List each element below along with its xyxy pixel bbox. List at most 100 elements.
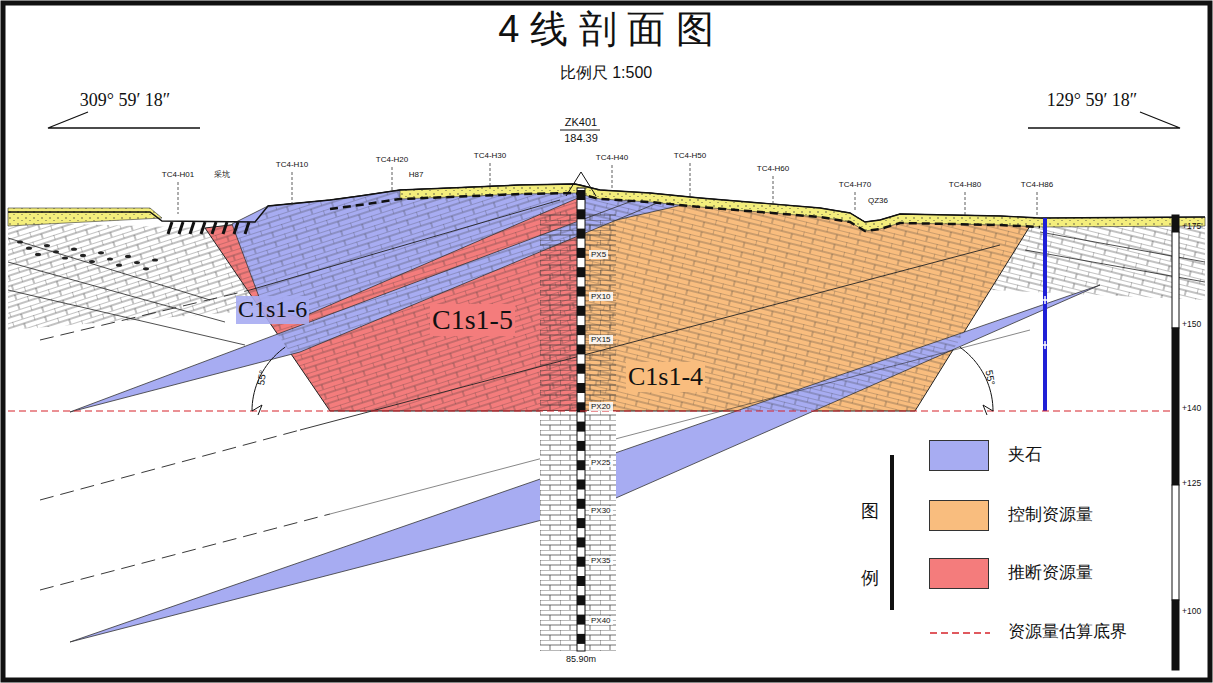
gravel-dot (98, 251, 104, 254)
sample-segment (577, 344, 585, 354)
hole-depth: 85.90m (566, 654, 596, 664)
gravel-dot (44, 244, 50, 247)
arrow-tick (983, 405, 993, 415)
scale-label: 比例尺 1:500 (560, 64, 652, 82)
trench-id: TC4-H80 (949, 180, 981, 189)
bedding-line (8, 262, 225, 322)
gravel-dot (26, 247, 32, 250)
gravel-dot (116, 264, 122, 267)
sample-number: PX10 (589, 292, 613, 301)
azimuth-symbol (1028, 112, 1180, 128)
borehole-mark (1044, 296, 1046, 304)
limestone-texture (205, 184, 581, 411)
bedding-line (300, 245, 1000, 430)
angle-label: 55° (983, 369, 997, 386)
sample-segment (577, 441, 585, 451)
inferred-resource-block (205, 184, 581, 411)
pit-label: 采坑 (214, 170, 230, 179)
bedding-extension (40, 290, 250, 340)
bedding-extension (40, 514, 330, 590)
sample-number: PX30 (589, 506, 613, 515)
azimuth-label: 129° 59′ 18″ (1047, 90, 1138, 111)
elevation-label: +100 (1182, 607, 1201, 617)
legend-heading: 图例 (861, 478, 879, 611)
sample-number: PX5 (589, 250, 608, 259)
pit-tick (168, 222, 172, 234)
gravel-dot (134, 261, 140, 264)
angle-label: 55° (255, 369, 269, 386)
stratum-label: C1s1-6 (236, 296, 309, 324)
bedrock-top (330, 193, 1040, 231)
stratum-label: C1s1-4 (626, 362, 705, 392)
collar-elevation: 184.39 (564, 132, 598, 145)
soil-cover (400, 184, 1205, 231)
trench-id: TC4-H30 (474, 151, 506, 160)
angle-arc (252, 347, 285, 411)
sample-segment (577, 287, 585, 297)
sample-segment (577, 229, 585, 239)
sample-number: PX20 (589, 402, 613, 411)
gravel-dot (89, 260, 95, 263)
elevation-label: +125 (1182, 479, 1201, 489)
gravel-dot (53, 250, 59, 253)
bedding-line (250, 200, 560, 290)
pit-tick (234, 222, 238, 234)
pit-tick (245, 222, 249, 234)
legend-swatch (929, 558, 989, 589)
sample-segment (577, 480, 585, 490)
legend-text: 控制资源量 (1008, 505, 1093, 525)
pit-tick (190, 222, 194, 234)
sample-segment (577, 306, 585, 316)
gravel-dot (17, 240, 23, 243)
azimuth-label: 309° 59′ 18″ (80, 90, 171, 111)
trench-id: TC4-H01 (162, 170, 194, 179)
legend-swatch (929, 500, 989, 531)
trench-leader (690, 163, 691, 197)
trench-leader (855, 192, 856, 212)
trench-id: TC4-H40 (596, 153, 628, 162)
sample-segment (577, 576, 585, 586)
gravel-dot (35, 253, 41, 256)
legend-swatch (929, 440, 989, 471)
legend-bar (890, 455, 894, 610)
sample-segment (577, 267, 585, 277)
legend-text: 推断资源量 (1008, 563, 1093, 583)
borehole-mark (1044, 341, 1046, 349)
trench-id: TC4-H60 (757, 164, 789, 173)
bedding-line (1040, 232, 1205, 262)
sample-segment (577, 499, 585, 509)
pit-tick (212, 222, 216, 234)
sample-segment (577, 364, 585, 374)
trench-leader (1037, 192, 1038, 218)
trench-id: TC4-H70 (839, 180, 871, 189)
pit-tick (223, 222, 227, 234)
sample-number: PX15 (589, 335, 613, 344)
gravel-dot (143, 267, 149, 270)
borehole-id: ZK401 (565, 116, 597, 129)
sample-segment (577, 537, 585, 547)
sample-segment (577, 383, 585, 393)
legend-line-sample (930, 632, 990, 633)
trench-leader (612, 165, 613, 190)
elevation-label: +140 (1182, 404, 1201, 414)
sample-segment (577, 248, 585, 258)
sample-number: PX40 (589, 616, 613, 625)
sample-number: PX35 (589, 556, 613, 565)
elevation-bar (1172, 232, 1179, 328)
elevation-bar (1172, 328, 1179, 485)
elevation-bar (1172, 485, 1179, 600)
section-title: 4 线 剖 面 图 (498, 8, 713, 52)
pit-tick (179, 222, 183, 234)
sample-segment (577, 190, 585, 200)
sample-number: PX25 (589, 458, 613, 467)
elevation-label: +175 (1182, 222, 1201, 232)
sample-segment (577, 615, 585, 625)
trench-id: TC4-H50 (674, 151, 706, 160)
trench-leader (292, 172, 293, 206)
bedding-extension (40, 430, 300, 500)
trench-leader (490, 163, 491, 188)
gravel-dot (152, 258, 158, 261)
stratum-label: C1s1-5 (430, 304, 515, 336)
trench-leader (392, 167, 393, 192)
